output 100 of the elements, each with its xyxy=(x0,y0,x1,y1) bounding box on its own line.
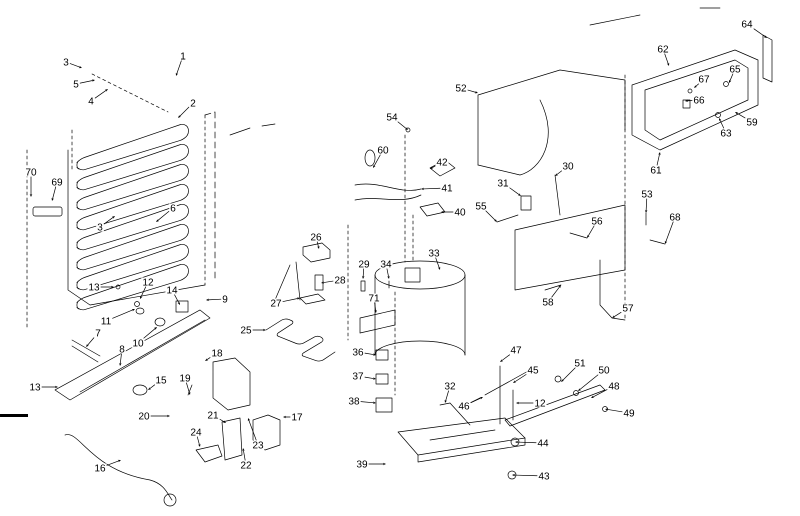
leader-line xyxy=(52,186,56,201)
callout-number: 23 xyxy=(251,440,265,450)
leader-line xyxy=(373,154,381,168)
callout-number: 62 xyxy=(656,44,670,54)
callout-number: 58 xyxy=(541,297,555,307)
leader-line xyxy=(248,418,257,440)
callout-number: 41 xyxy=(440,184,454,192)
callout-number: 60 xyxy=(376,145,390,155)
callout-number: 13 xyxy=(28,382,42,392)
leader-line xyxy=(242,448,246,460)
leader-line xyxy=(80,79,95,84)
callout-number: 10 xyxy=(131,338,145,348)
callout-number: 12 xyxy=(533,398,547,408)
leader-line xyxy=(360,401,376,404)
callout-number: 55 xyxy=(474,202,488,210)
leader-line xyxy=(196,436,200,447)
leader-line xyxy=(86,337,94,347)
leader-line xyxy=(205,357,210,361)
callout-number: 61 xyxy=(649,165,663,175)
leader-line xyxy=(206,298,222,302)
callout-number: 65 xyxy=(728,64,742,74)
callout-number: 59 xyxy=(745,117,759,127)
callout-number: 34 xyxy=(379,259,393,269)
callout-number: 28 xyxy=(333,275,347,285)
leader-line xyxy=(685,100,692,102)
callout-number: 24 xyxy=(189,428,203,436)
callout-number: 52 xyxy=(454,83,468,93)
leader-line xyxy=(694,84,699,88)
callout-number: 57 xyxy=(621,304,635,312)
callout-number: 42 xyxy=(435,158,449,166)
callout-number: 40 xyxy=(453,207,467,217)
callout-number: 17 xyxy=(290,412,304,422)
callout-number: 69 xyxy=(50,177,64,187)
leader-line xyxy=(470,397,483,404)
callout-number: 56 xyxy=(590,216,604,226)
leader-line xyxy=(430,166,436,169)
callout-number: 5 xyxy=(72,80,80,88)
callout-number: 47 xyxy=(509,346,523,354)
leader-line xyxy=(500,354,510,362)
leader-line xyxy=(754,28,767,38)
callout-number: 29 xyxy=(357,259,371,269)
leader-line xyxy=(70,63,82,68)
callout-number: 38 xyxy=(347,396,361,406)
leader-line xyxy=(421,188,440,190)
callout-number: 64 xyxy=(740,19,754,29)
callout-number: 44 xyxy=(536,438,550,448)
callout-number: 14 xyxy=(165,286,179,294)
leader-line xyxy=(729,74,734,83)
leader-line xyxy=(364,352,376,356)
callout-number: 66 xyxy=(692,95,706,105)
callout-number: 18 xyxy=(210,348,224,358)
leader-line xyxy=(316,242,320,249)
leader-line xyxy=(551,285,561,298)
callout-number: 12 xyxy=(141,278,155,286)
leader-line xyxy=(386,268,390,279)
callout-number: 25 xyxy=(239,325,253,335)
leader-line xyxy=(735,112,746,118)
callout-number: 63 xyxy=(719,128,733,138)
leader-line xyxy=(178,106,190,118)
callout-number: 3 xyxy=(62,57,70,67)
callout-number: 16 xyxy=(93,463,107,473)
leader-line xyxy=(578,374,598,391)
leader-line xyxy=(148,384,156,390)
callout-number: 50 xyxy=(597,365,611,375)
callout-number: 48 xyxy=(607,381,621,391)
callout-number: 31 xyxy=(496,178,510,188)
callout-number: 37 xyxy=(351,371,365,381)
callout-number: 2 xyxy=(189,98,197,108)
leader-line xyxy=(468,90,478,94)
leader-line xyxy=(140,286,146,299)
leader-line xyxy=(555,170,562,176)
leader-line xyxy=(513,374,526,383)
leader-line xyxy=(220,418,226,423)
leader-line xyxy=(587,226,594,238)
callout-number: 53 xyxy=(640,189,654,199)
leader-line xyxy=(444,390,449,403)
leader-line xyxy=(106,460,121,466)
callout-number: 46 xyxy=(457,401,471,411)
callout-number: 71 xyxy=(367,294,381,302)
callout-number: 39 xyxy=(355,459,369,469)
callout-number: 19 xyxy=(178,373,192,383)
leader-line xyxy=(435,258,440,270)
callout-number: 7 xyxy=(94,328,102,338)
callout-number: 11 xyxy=(100,316,112,326)
callout-number: 68 xyxy=(668,212,682,222)
leader-line xyxy=(612,312,622,318)
leader-line xyxy=(186,382,190,395)
leader-line xyxy=(104,216,115,224)
callout-number: 1 xyxy=(179,52,187,60)
leader-line xyxy=(282,297,300,302)
callout-number: 33 xyxy=(427,248,441,258)
callout-number: 8 xyxy=(118,344,126,354)
leader-line xyxy=(94,89,108,98)
leader-line xyxy=(561,367,576,382)
callout-number: 13 xyxy=(87,282,101,292)
callout-number: 21 xyxy=(206,410,220,420)
callout-number: 20 xyxy=(137,411,151,421)
leader-line xyxy=(112,308,135,319)
callout-number: 6 xyxy=(169,203,177,213)
leader-line xyxy=(591,389,608,398)
